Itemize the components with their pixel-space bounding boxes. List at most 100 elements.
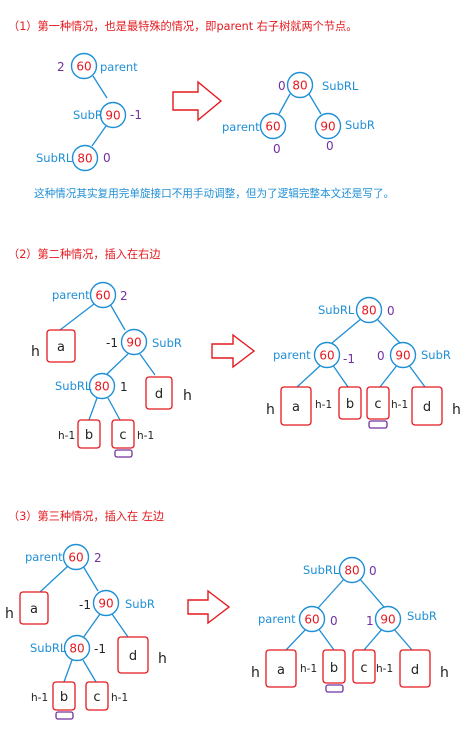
svg-text:80: 80 (344, 564, 359, 578)
balance-factor: -1 (79, 598, 91, 612)
edge (375, 317, 401, 344)
balance-factor: 0 (377, 349, 385, 363)
s1-after-left-node: 60 (259, 112, 287, 140)
svg-text:b: b (346, 397, 354, 412)
s2-before-subrl-node: 80 (88, 372, 116, 400)
node-name-label: SubR (345, 118, 375, 132)
subtree-c-box (352, 649, 376, 684)
node-name-label: parent (25, 550, 63, 564)
section-3-heading: （3）第三种情况，插入在 左边 (8, 509, 164, 523)
height-label: h (266, 402, 275, 418)
svg-text:80: 80 (361, 304, 376, 318)
s2-after-left-node: 60 (313, 341, 341, 369)
svg-text:b: b (330, 661, 338, 676)
height-label: h-1 (31, 692, 48, 704)
s3-after-root-node: 80 (338, 556, 366, 584)
node-name-label: SubR (152, 336, 182, 350)
height-label: h-1 (137, 430, 154, 442)
subtree-c-box (85, 681, 109, 711)
edge (392, 627, 413, 651)
subtree-d-box (145, 376, 173, 410)
height-label: h-1 (376, 663, 393, 675)
svg-text:c: c (93, 690, 100, 705)
balance-factor: -1 (130, 108, 142, 122)
balance-factor: 0 (103, 151, 111, 165)
svg-text:d: d (411, 663, 419, 678)
svg-text:a: a (30, 602, 38, 617)
node-name-label: SubRL (36, 151, 73, 165)
node-name-label: SubRL (322, 79, 359, 93)
node-name-label: parent (258, 612, 296, 626)
edge (63, 659, 73, 683)
edge (278, 93, 291, 115)
s1-before-parent-node: 60 (70, 52, 98, 80)
edge (363, 627, 384, 651)
node-name-label: SubR (407, 609, 437, 623)
svg-text:90: 90 (395, 349, 410, 363)
node-name-label: SubRL (318, 303, 355, 317)
balance-factor: 2 (94, 551, 102, 565)
edge (109, 303, 126, 331)
svg-text:90: 90 (126, 336, 141, 350)
svg-text:80: 80 (77, 152, 92, 166)
subtree-a-box (46, 329, 76, 363)
edge (407, 363, 426, 388)
node-name-label: SubRL (55, 379, 92, 393)
section-1-note: 这种情况其实复用完单旋接口不用手动调整，但为了逻辑完整本文还是写了。 (34, 187, 394, 200)
height-label: h (440, 665, 449, 681)
svg-text:60: 60 (68, 551, 83, 565)
node-name-label: SubR (125, 597, 155, 611)
edge (82, 613, 101, 639)
edge (39, 565, 69, 593)
edge (107, 397, 121, 421)
s2-after-root-node: 80 (355, 296, 383, 324)
s1-after-right-node: 90 (314, 112, 342, 140)
balance-factor: 1 (366, 614, 374, 628)
node-name-label: parent (273, 348, 311, 362)
edge (139, 353, 156, 376)
node-name-label: SubR (73, 108, 103, 122)
edge (317, 577, 346, 609)
balance-factor: -1 (94, 642, 106, 656)
node-name-label: SubRL (30, 641, 67, 655)
edge (331, 317, 363, 344)
s2-before-parent-node: 60 (89, 281, 117, 309)
balance-factor: 0 (369, 564, 377, 578)
svg-text:a: a (57, 340, 65, 355)
node-name-label: SubR (421, 348, 451, 362)
svg-text:90: 90 (320, 120, 335, 134)
svg-text:90: 90 (98, 597, 113, 611)
s3-before-parent-node: 60 (62, 543, 90, 571)
edge (88, 397, 98, 421)
s2-after-right-node: 90 (389, 341, 417, 369)
edge (82, 565, 99, 592)
height-label: h (5, 606, 14, 622)
balance-factor: 2 (120, 289, 128, 303)
subtree-c-box (366, 386, 390, 420)
node-name-label: SubRL (303, 563, 340, 577)
svg-text:60: 60 (319, 349, 334, 363)
svg-text:d: d (423, 400, 431, 415)
balance-factor: 0 (273, 142, 281, 156)
balance-factor: -1 (343, 352, 355, 366)
section-2-heading: （2）第二种情况，插入在右边 (8, 247, 161, 261)
subtree-a-box (265, 649, 297, 688)
subtree-b-box (322, 649, 346, 684)
height-label: h-1 (111, 692, 128, 704)
svg-text:c: c (360, 661, 367, 676)
height-label: h (31, 344, 40, 360)
s3-before-subrl-node: 80 (63, 634, 91, 662)
s2-before-subr-node: 90 (120, 328, 148, 356)
subtree-b-box (77, 419, 101, 449)
inserted-node-marker (325, 684, 344, 693)
height-label: h (452, 402, 461, 418)
balance-factor: 0 (387, 304, 395, 318)
edge (59, 303, 95, 331)
edge (331, 363, 349, 388)
subtree-d-box (399, 649, 431, 688)
s1-after-root-node: 80 (286, 71, 314, 99)
subtree-b-box (52, 681, 76, 711)
svg-text:60: 60 (76, 60, 91, 74)
height-label: h (251, 665, 260, 681)
